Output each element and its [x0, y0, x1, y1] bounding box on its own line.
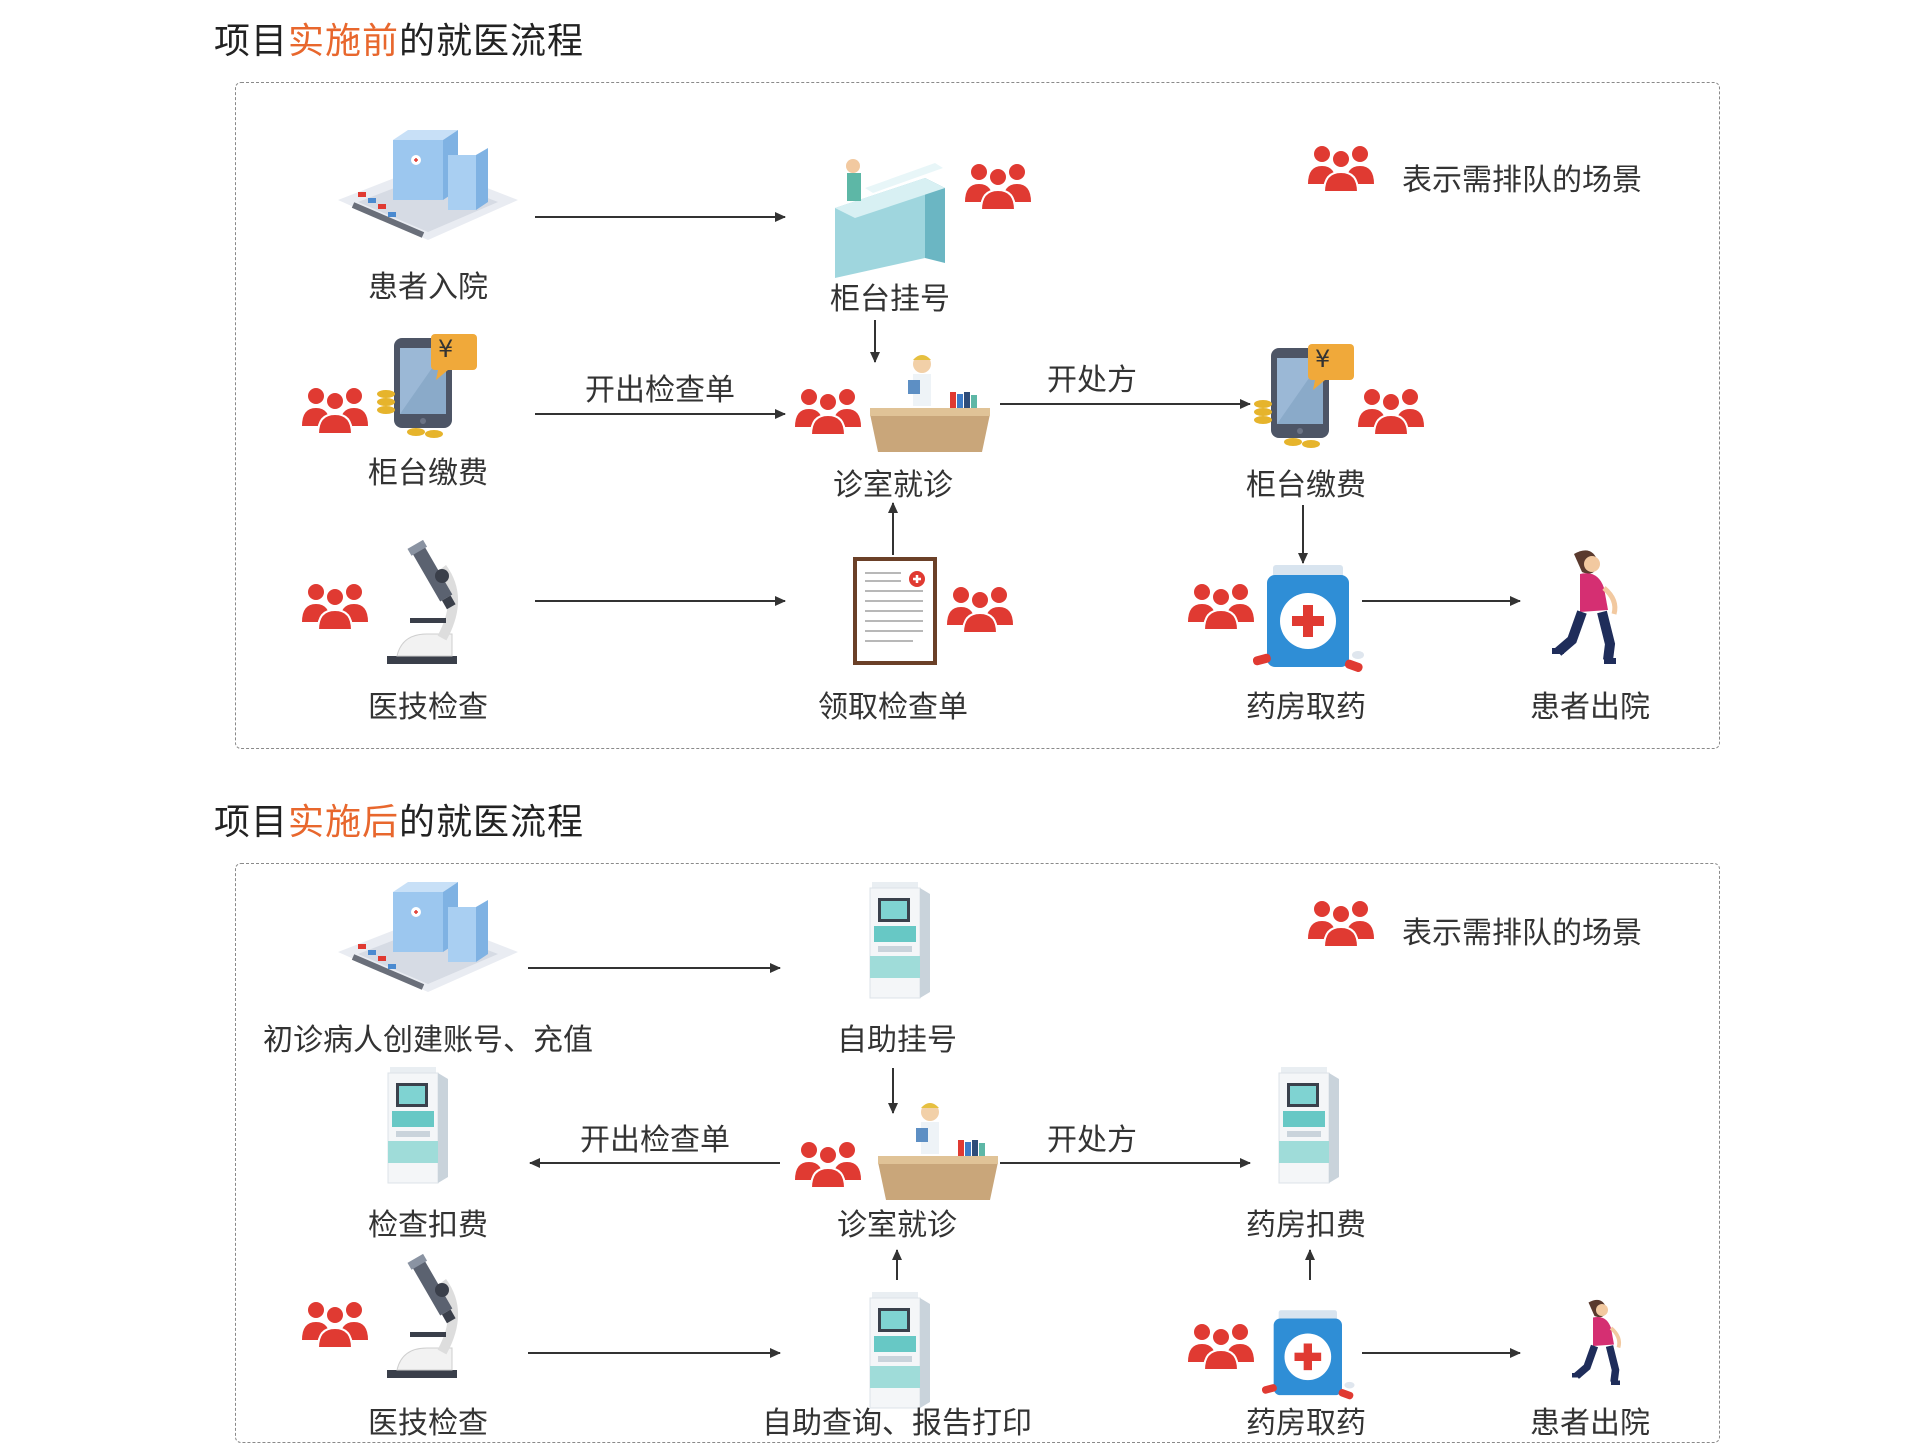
- node-pharmacy-pay: 药房扣费: [1246, 1208, 1366, 1243]
- doctor-desk-icon: [870, 352, 990, 452]
- payment-phone-icon: [376, 330, 486, 440]
- node-admit: 患者入院: [368, 270, 488, 305]
- doctor-desk-icon: [878, 1100, 998, 1200]
- queue-people-icon: [1188, 580, 1254, 630]
- panel-after: [235, 863, 1720, 1443]
- node-self-print: 自助查询、报告打印: [762, 1406, 1032, 1441]
- queue-people-icon: [965, 160, 1031, 210]
- walking-patient-icon: [1552, 548, 1632, 668]
- node-exam-pay: 检查扣费: [368, 1208, 488, 1243]
- node-self-register: 自助挂号: [837, 1023, 957, 1058]
- edge-prescribe: 开处方: [1047, 1123, 1137, 1158]
- node-collect: 领取检查单: [818, 690, 968, 725]
- hospital-icon: [338, 120, 518, 240]
- queue-people-icon: [1308, 142, 1374, 192]
- node-pharmacy: 药房取药: [1246, 1406, 1366, 1441]
- queue-people-icon: [302, 580, 368, 630]
- edge-order-exam: 开出检查单: [585, 373, 735, 408]
- queue-people-icon: [1358, 385, 1424, 435]
- yen-sign: ¥: [438, 335, 454, 363]
- panel-before: [235, 82, 1720, 749]
- report-sheet-icon: [853, 557, 943, 667]
- node-register: 柜台挂号: [830, 282, 950, 317]
- yen-sign: ¥: [1315, 345, 1331, 373]
- node-discharge: 患者出院: [1530, 1406, 1650, 1441]
- section-title-after: 项目实施后的就医流程: [214, 802, 585, 843]
- payment-phone-icon: [1253, 340, 1363, 450]
- legend-text: 表示需排队的场景: [1402, 916, 1642, 951]
- edge-order-exam: 开出检查单: [580, 1123, 730, 1158]
- medicine-bottle-icon: [1262, 1310, 1362, 1402]
- queue-people-icon: [795, 385, 861, 435]
- microscope-icon: [382, 538, 472, 668]
- node-pay1: 柜台缴费: [368, 456, 488, 491]
- node-discharge: 患者出院: [1530, 690, 1650, 725]
- section-title-before: 项目实施前的就医流程: [214, 21, 585, 62]
- self-service-kiosk-icon: [382, 1065, 452, 1185]
- node-exam: 医技检查: [368, 1406, 488, 1441]
- self-service-kiosk-icon: [1273, 1065, 1343, 1185]
- queue-people-icon: [795, 1138, 861, 1188]
- legend-text: 表示需排队的场景: [1402, 163, 1642, 198]
- queue-people-icon: [302, 1298, 368, 1348]
- node-consult: 诊室就诊: [833, 468, 953, 503]
- queue-people-icon: [302, 384, 368, 434]
- edge-prescribe: 开处方: [1047, 363, 1137, 398]
- registration-counter-icon: [825, 148, 955, 278]
- node-pay2: 柜台缴费: [1246, 468, 1366, 503]
- node-exam: 医技检查: [368, 690, 488, 725]
- queue-people-icon: [1308, 897, 1374, 947]
- node-account: 初诊病人创建账号、充值: [263, 1023, 593, 1058]
- hospital-icon: [338, 872, 518, 992]
- queue-people-icon: [947, 583, 1013, 633]
- microscope-icon: [382, 1252, 472, 1382]
- walking-patient-icon: [1572, 1298, 1632, 1388]
- self-service-kiosk-icon: [864, 880, 934, 1000]
- self-service-kiosk-icon: [864, 1290, 934, 1410]
- node-consult: 诊室就诊: [837, 1208, 957, 1243]
- node-pharmacy: 药房取药: [1246, 690, 1366, 725]
- queue-people-icon: [1188, 1320, 1254, 1370]
- medicine-bottle-icon: [1253, 565, 1373, 675]
